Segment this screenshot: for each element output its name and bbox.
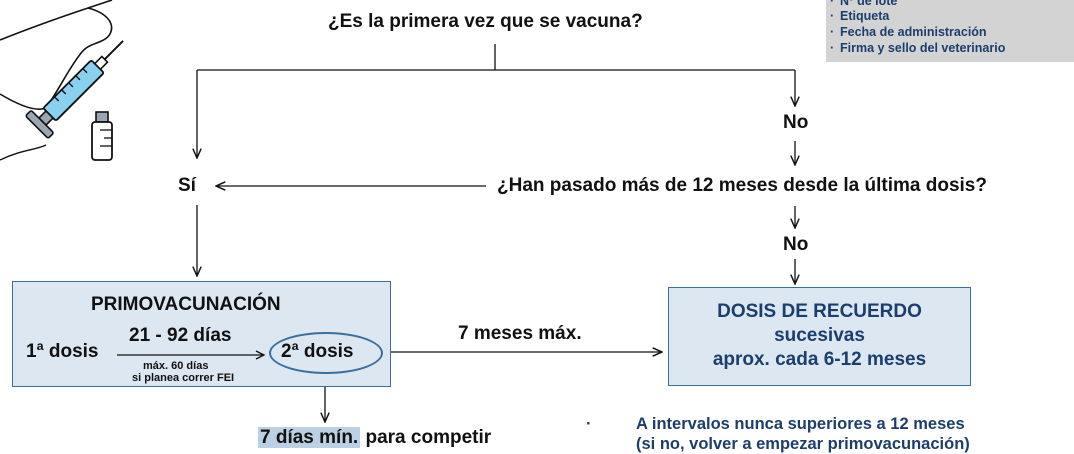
syringe-icon (0, 0, 124, 161)
booster-box: DOSIS DE RECUERDO sucesivas aprox. cada … (668, 287, 971, 386)
booster-frequency: aprox. cada 6-12 meses (712, 349, 927, 370)
yes-label: Sí (178, 175, 196, 196)
min-days-highlight: 7 días mín. (258, 427, 361, 448)
compete-label: 7 días mín. para competir (258, 427, 491, 449)
primovaccination-box: PRIMOVACUNACIÓN 1ª dosis 21 - 92 días má… (12, 281, 391, 387)
fei-note: si planea correr FEI (132, 372, 235, 384)
requirements-info-box: Nº de lote Etiqueta Fecha de administrac… (826, 0, 1074, 62)
question-first-vaccination: ¿Es la primera vez que se vacuna? (328, 11, 643, 32)
note-line-2: (si no, volver a empezar primovacunación… (636, 435, 970, 453)
requirement-item: Fecha de administración (830, 25, 987, 39)
max-interval-label: 7 meses máx. (458, 323, 582, 344)
requirement-item: Etiqueta (830, 9, 889, 23)
question-more-than-12-months: ¿Han pasado más de 12 meses desde la últ… (497, 175, 987, 196)
primovaccination-title: PRIMOVACUNACIÓN (91, 294, 281, 315)
first-dose-label: 1ª dosis (26, 341, 99, 362)
booster-title: DOSIS DE RECUERDO (717, 301, 922, 322)
second-dose-label: 2ª dosis (281, 341, 354, 362)
max-days-note: máx. 60 días (143, 360, 209, 372)
second-dose-ellipse (269, 332, 383, 374)
requirement-item: Nº de lote (830, 0, 897, 8)
requirement-item: Firma y sello del veterinario (830, 41, 1005, 55)
dose-interval-arrow (117, 350, 266, 360)
no-label: No (783, 112, 809, 133)
bullet-icon: · (586, 415, 592, 433)
dose-interval-label: 21 - 92 días (129, 325, 232, 346)
note-line-1: A intervalos nunca superiores a 12 meses (636, 415, 965, 433)
compete-text: para competir (360, 427, 492, 448)
no-label: No (783, 234, 809, 255)
booster-subtitle: sucesivas (774, 325, 865, 346)
